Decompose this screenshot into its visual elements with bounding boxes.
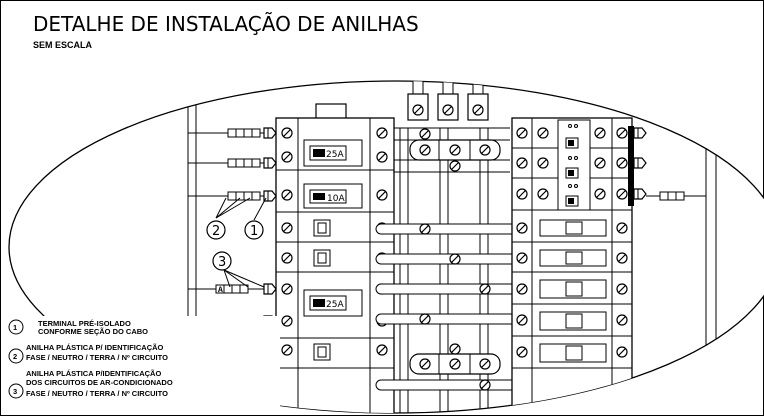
legend: 1 TERMINAL PRÉ-ISOLADO CONFORME SEÇÃO DO… (4, 316, 280, 412)
panel-detail: 25A 10A 25A (187, 81, 717, 413)
drawing-subtitle: SEM ESCALA (33, 40, 93, 50)
legend-2-line-1: ANILHA PLÁSTICA P/ IDENTIFICAÇÃO (26, 343, 164, 352)
legend-3-line-1: ANILHA PLÁSTICA P/IDENTIFICAÇÃO (26, 369, 161, 378)
legend-1-line-1: TERMINAL PRÉ-ISOLADO (38, 319, 131, 328)
legend-3-line-3: FASE / NEUTRO / TERRA / Nº CIRCUITO (26, 389, 168, 398)
breaker-label-2: 10A (327, 194, 345, 204)
callouts: 2 1 3 (206, 197, 267, 288)
sleeve-tag-1: A (218, 286, 223, 295)
callout-3-number: 3 (218, 255, 226, 270)
legend-3-number: 3 (13, 387, 17, 396)
drawing-title: DETALHE DE INSTALAÇÃO DE ANILHAS (33, 12, 419, 36)
right-breaker-column (511, 117, 706, 413)
callout-1-number: 1 (250, 224, 258, 239)
legend-2-number: 2 (13, 352, 17, 361)
breaker-label-1: 25A (326, 150, 344, 160)
callout-2-number: 2 (212, 224, 220, 239)
breaker-label-3: 25A (326, 300, 344, 310)
left-breaker-column: 25A 10A 25A (275, 117, 395, 413)
legend-1-number: 1 (13, 323, 17, 332)
legend-1-line-2: CONFORME SEÇÃO DO CABO (38, 327, 148, 336)
legend-3-line-2: DOS CIRCUITOS DE AR-CONDICIONADO (26, 378, 173, 387)
legend-2-line-2: FASE / NEUTRO / TERRA / Nº CIRCUITO (26, 353, 168, 362)
